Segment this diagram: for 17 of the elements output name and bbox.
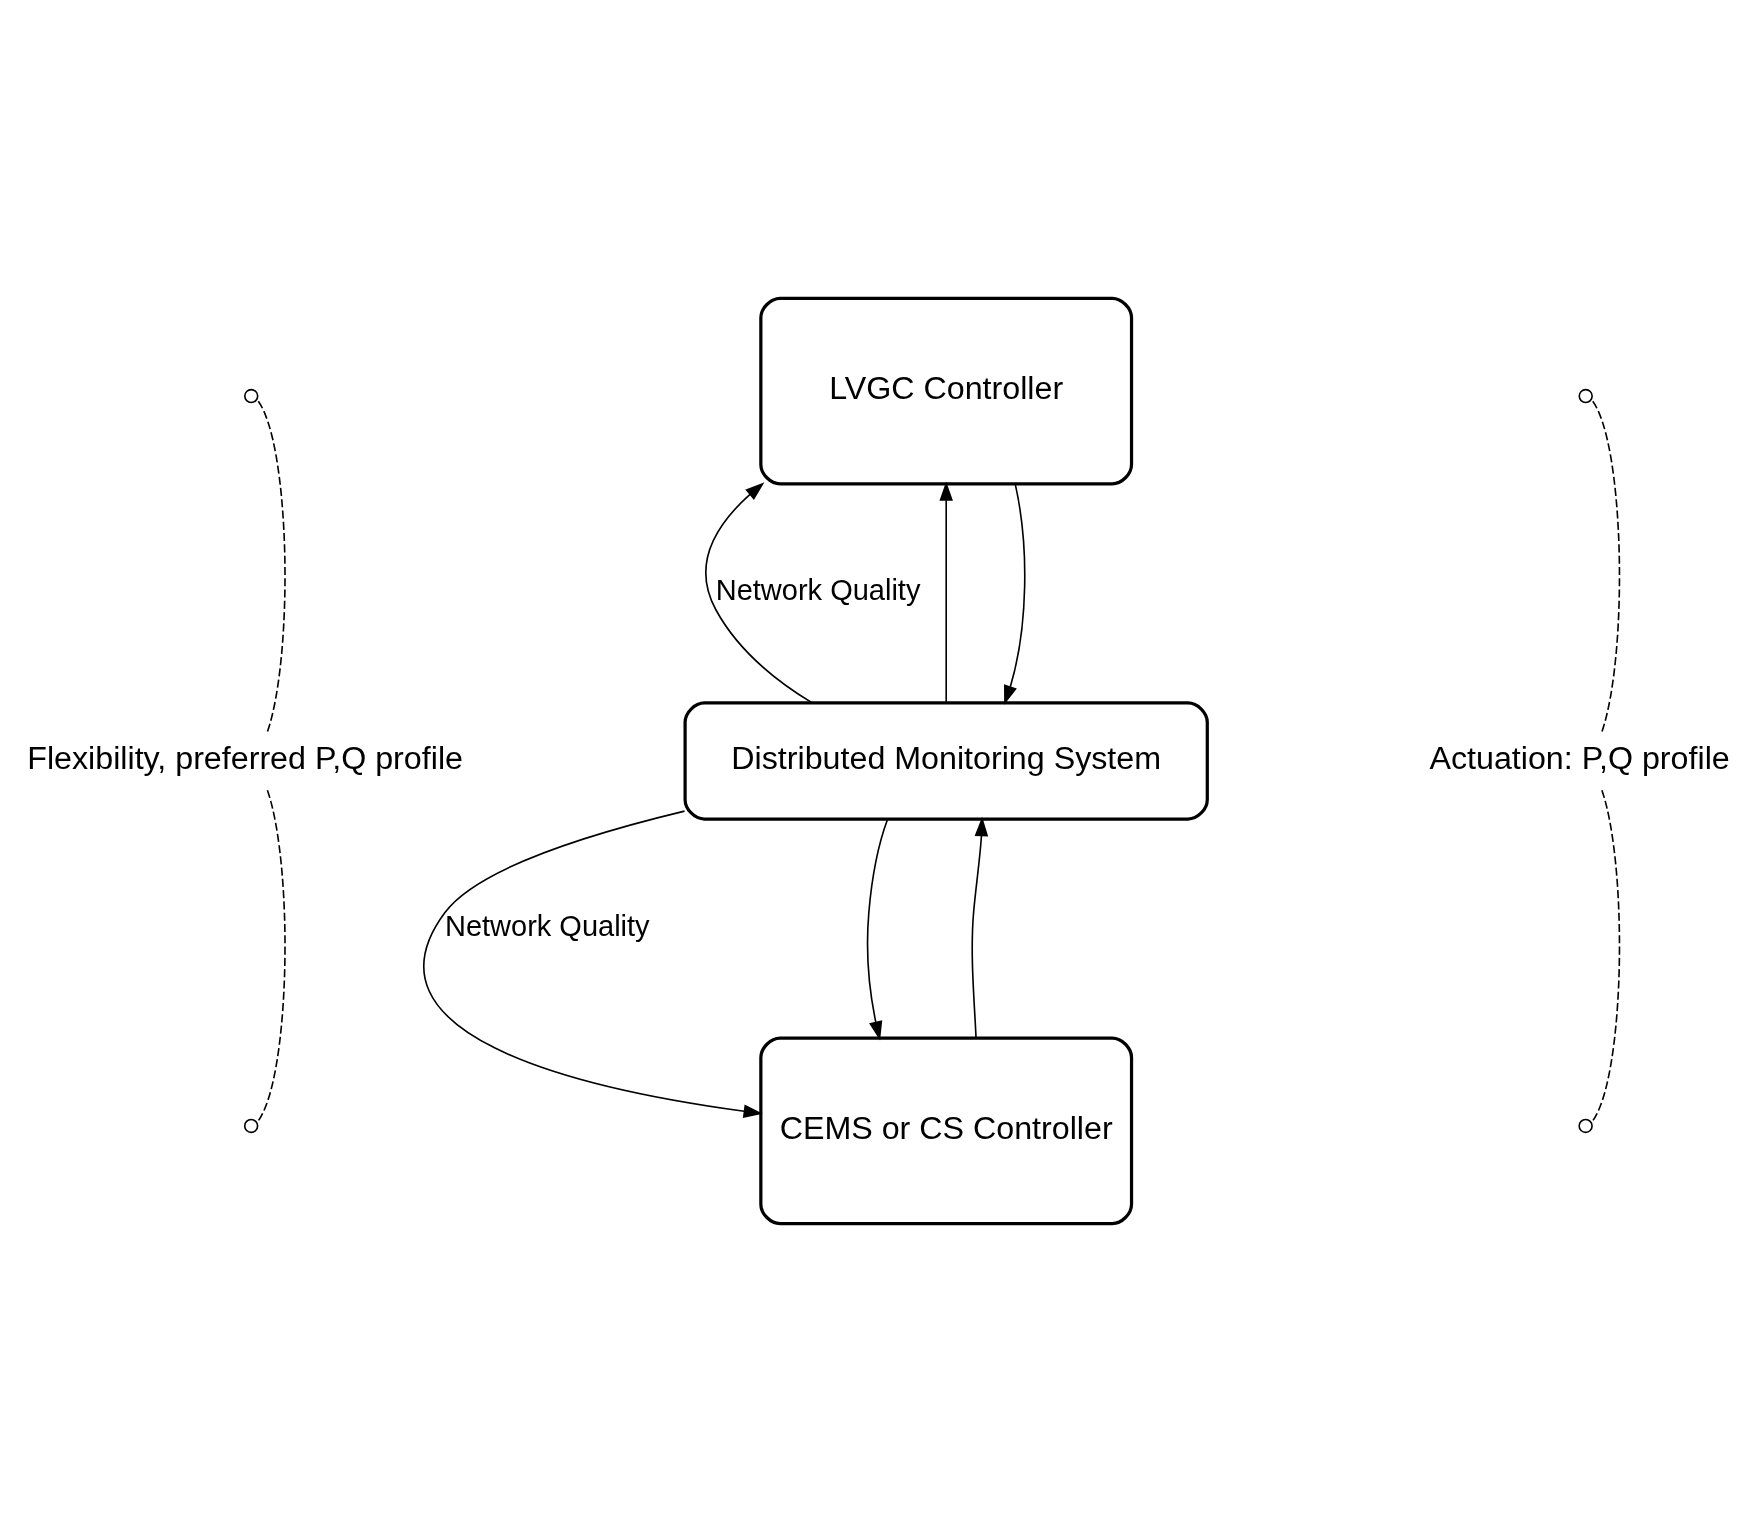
- arrow: [705, 481, 813, 703]
- arrow: [971, 816, 989, 1039]
- connector: [256, 398, 286, 732]
- node-box: CEMS or CS Controller: [759, 1036, 1134, 1225]
- node-box: Distributed Monitoring System: [683, 700, 1209, 821]
- arrow: [422, 809, 763, 1118]
- connector: [1590, 788, 1621, 1123]
- node-text: Actuation: P,Q profile: [1429, 739, 1730, 776]
- node-text: Flexibility, preferred P,Q profile: [27, 739, 463, 776]
- arrow: [1004, 482, 1026, 705]
- connector: [1590, 398, 1621, 732]
- node-box: LVGC Controller: [759, 296, 1134, 485]
- edge-label: Network Quality: [715, 573, 921, 606]
- connector: [256, 788, 286, 1123]
- arrow: [939, 480, 953, 703]
- arrow: [866, 817, 889, 1041]
- edge-label: Network Quality: [444, 909, 650, 942]
